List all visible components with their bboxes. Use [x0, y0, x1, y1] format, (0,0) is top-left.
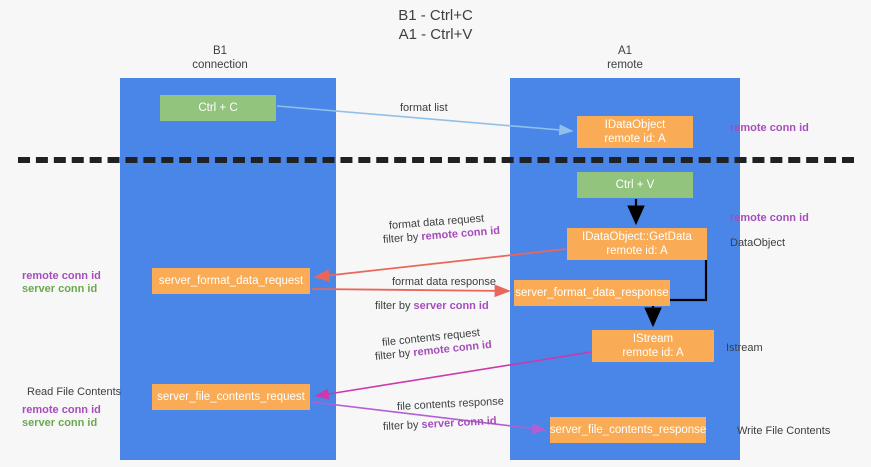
node-getdata-line1: IDataObject::GetData	[582, 231, 692, 243]
node-istream[interactable]: IStream remote id: A	[592, 330, 714, 362]
node-server-file-contents-response-label: server_file_contents_response	[549, 424, 707, 436]
edge-label-format-data-response-filter: filter by server conn id	[375, 299, 489, 313]
node-ctrl-v[interactable]: Ctrl + V	[577, 172, 693, 198]
node-ctrl-c-label: Ctrl + C	[198, 102, 238, 114]
node-idataobject-getdata[interactable]: IDataObject::GetData remote id: A	[567, 228, 707, 260]
side-label-istream: Istream	[726, 342, 763, 354]
node-server-format-data-response[interactable]: server_format_data_response	[514, 280, 670, 306]
edge-label-format-data-response: format data response	[392, 276, 496, 288]
side-label-left-remote-conn-id-bottom: remote conn id	[22, 404, 101, 416]
node-ctrl-c[interactable]: Ctrl + C	[160, 95, 276, 121]
node-server-format-data-response-label: server_format_data_response	[515, 287, 669, 299]
filter-prefix: filter by	[382, 230, 422, 246]
node-istream-line1: IStream	[632, 333, 674, 345]
filter-key-server-conn-id: server conn id	[413, 300, 489, 312]
title-line-1: B1 - Ctrl+C	[398, 7, 473, 24]
title-line-2: A1 - Ctrl+V	[398, 26, 473, 43]
side-label-left-remote-conn-id-top: remote conn id	[22, 270, 101, 282]
side-label-remote-conn-id-mid: remote conn id	[730, 212, 809, 224]
side-label-dataobject: DataObject	[730, 237, 786, 249]
side-label-write-file-contents: Write File Contents	[737, 425, 831, 437]
node-ctrl-v-label: Ctrl + V	[615, 179, 655, 191]
node-istream-line2: remote id: A	[622, 347, 684, 359]
filter-key-server-conn-id: server conn id	[421, 415, 497, 431]
column-header-a1-name: A1	[617, 45, 633, 57]
column-header-b1-name: B1	[212, 45, 228, 57]
edge-label-format-list: format list	[400, 102, 448, 114]
node-server-file-contents-request-label: server_file_contents_request	[157, 391, 305, 403]
column-header-b1: B1 connection	[155, 44, 285, 72]
phase-divider	[18, 157, 854, 163]
side-label-remote-conn-id-top: remote conn id	[730, 122, 809, 134]
column-header-a1-role: remote	[607, 59, 643, 71]
side-label-left-server-conn-id-top: server conn id	[22, 283, 98, 295]
node-server-format-data-request[interactable]: server_format_data_request	[152, 268, 310, 294]
node-server-file-contents-response[interactable]: server_file_contents_response	[550, 417, 706, 443]
filter-prefix: filter by	[375, 300, 414, 312]
node-server-file-contents-request[interactable]: server_file_contents_request	[152, 384, 310, 410]
arrow-format-data-response	[311, 284, 511, 298]
page-title: B1 - Ctrl+C A1 - Ctrl+V	[0, 6, 871, 44]
filter-prefix: filter by	[382, 418, 422, 433]
edge-label-file-contents-response-filter: filter by server conn id	[383, 414, 497, 434]
node-getdata-line2: remote id: A	[606, 245, 668, 257]
filter-prefix: filter by	[374, 347, 414, 363]
node-idataobject[interactable]: IDataObject remote id: A	[577, 116, 693, 148]
side-label-read-file-contents: Read File Contents	[27, 386, 122, 398]
column-header-b1-role: connection	[192, 59, 248, 71]
column-header-a1: A1 remote	[550, 44, 700, 72]
edge-label-file-contents-response: file contents response	[396, 395, 505, 413]
node-idataobject-line2: remote id: A	[604, 133, 666, 145]
node-server-format-data-request-label: server_format_data_request	[158, 275, 304, 287]
side-label-left-server-conn-id-bottom: server conn id	[22, 417, 98, 429]
node-idataobject-line1: IDataObject	[604, 119, 666, 131]
